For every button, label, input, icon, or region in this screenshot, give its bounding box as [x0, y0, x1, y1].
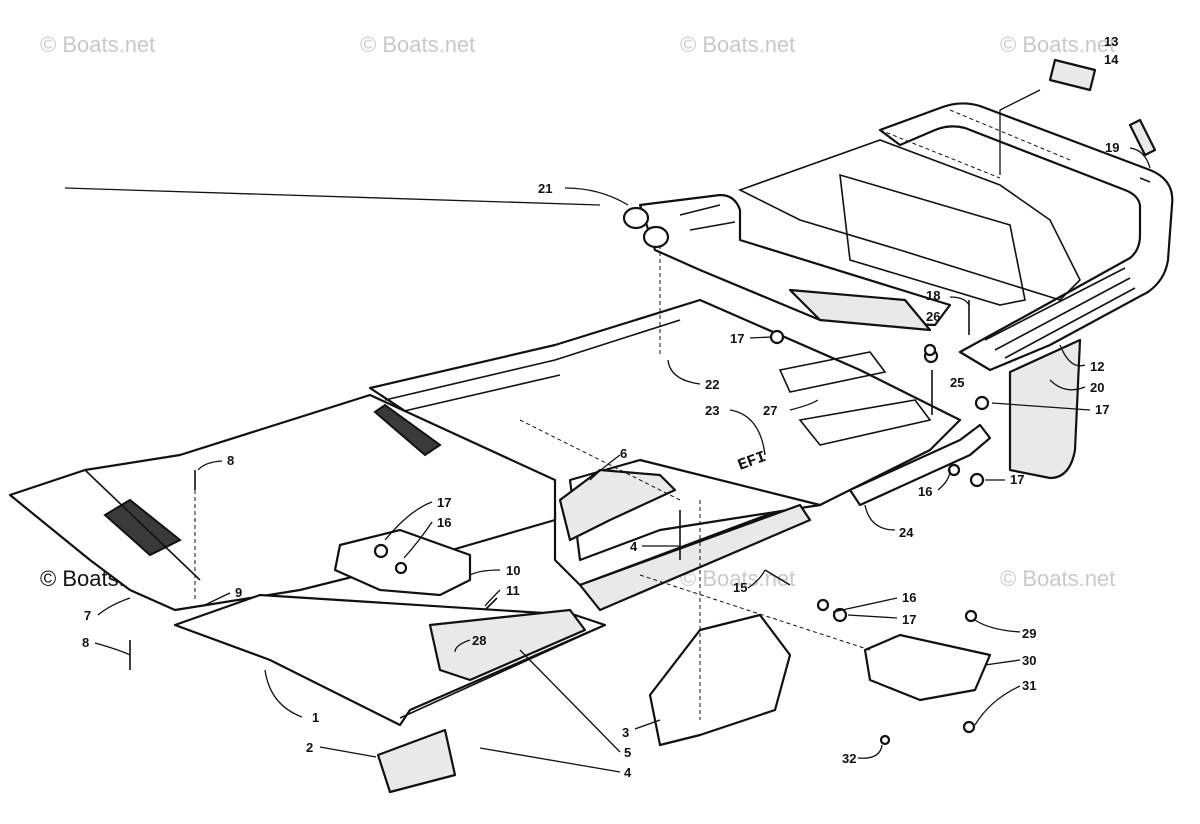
callout-32: 32 — [842, 751, 856, 766]
callouts: 1 2 3 4 4 5 6 7 8 8 9 10 11 12 13 14 15 … — [82, 34, 1119, 780]
watermark: © Boats.net — [1000, 566, 1115, 591]
callout-12: 12 — [1090, 359, 1104, 374]
bumper-rod — [848, 423, 992, 507]
callout-4: 4 — [630, 539, 638, 554]
callout-17: 17 — [437, 495, 451, 510]
callout-1: 1 — [312, 710, 319, 725]
callout-20: 20 — [1090, 380, 1104, 395]
watermark: © Boats.net — [1000, 32, 1115, 57]
callout-17: 17 — [1010, 472, 1024, 487]
callout-16: 16 — [902, 590, 916, 605]
foot-block — [863, 633, 992, 702]
callout-17: 17 — [1095, 402, 1109, 417]
callout-13: 13 — [1104, 34, 1118, 49]
callout-30: 30 — [1022, 653, 1036, 668]
callout-22: 22 — [705, 377, 719, 392]
callout-15: 15 — [733, 580, 747, 595]
callout-2: 2 — [306, 740, 313, 755]
callout-16: 16 — [437, 515, 451, 530]
watermark: © Boats.net — [360, 32, 475, 57]
reflector — [376, 728, 457, 794]
callout-19: 19 — [1105, 140, 1119, 155]
callout-9: 9 — [235, 585, 242, 600]
callout-10: 10 — [506, 563, 520, 578]
callout-28: 28 — [472, 633, 486, 648]
callout-23: 23 — [705, 403, 719, 418]
callout-3: 3 — [622, 725, 629, 740]
callout-17: 17 — [730, 331, 744, 346]
bottom-plate — [173, 593, 607, 727]
callout-5: 5 — [624, 745, 631, 760]
callout-6: 6 — [620, 446, 627, 461]
decal — [1128, 118, 1157, 157]
callout-24: 24 — [899, 525, 914, 540]
leader-lines — [64, 89, 1151, 773]
callout-25: 25 — [950, 375, 964, 390]
mounting-bracket — [648, 613, 792, 747]
watermark: © Boats.net — [680, 566, 795, 591]
callout-27: 27 — [763, 403, 777, 418]
seat-hinge-assembly — [622, 193, 952, 332]
callout-7: 7 — [84, 608, 91, 623]
assembly-lines — [194, 245, 871, 720]
callout-14: 14 — [1104, 52, 1119, 67]
callout-18: 18 — [926, 288, 940, 303]
watermark: © Boats.net — [680, 32, 795, 57]
callout-4: 4 — [624, 765, 632, 780]
callout-26: 26 — [926, 309, 940, 324]
callout-16: 16 — [918, 484, 932, 499]
callout-8: 8 — [82, 635, 89, 650]
callout-11: 11 — [506, 583, 520, 598]
callout-29: 29 — [1022, 626, 1036, 641]
decal — [1048, 58, 1097, 92]
callout-8: 8 — [227, 453, 234, 468]
rear-bumper-assembly — [737, 102, 1174, 480]
callout-17: 17 — [902, 612, 916, 627]
tunnel-side-panel — [558, 468, 677, 542]
callout-31: 31 — [1022, 678, 1036, 693]
callout-21: 21 — [538, 181, 552, 196]
watermark: © Boats.net — [40, 32, 155, 57]
